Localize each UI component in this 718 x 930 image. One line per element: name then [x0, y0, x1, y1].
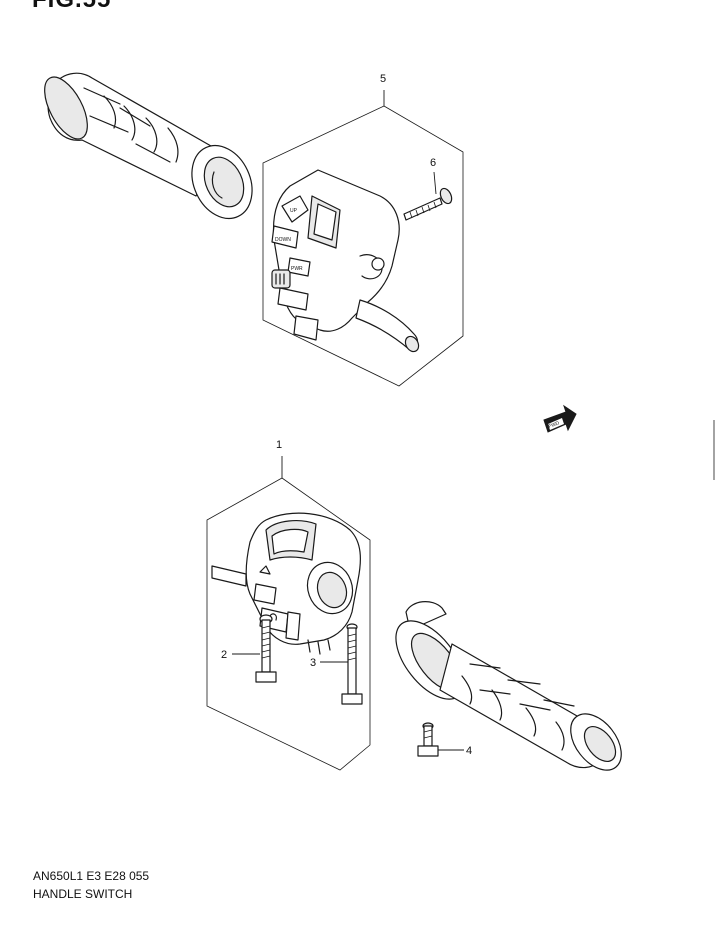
right-handlebar-grip — [395, 601, 622, 771]
left-handlebar-grip — [44, 72, 253, 220]
callout-4: 4 — [466, 745, 472, 757]
screw-part-6 — [403, 187, 453, 221]
callout-2: 2 — [221, 649, 227, 661]
fwd-arrow-icon: FWD — [543, 404, 577, 433]
fwd-label: FWD — [548, 420, 561, 430]
screw-part-3 — [341, 623, 363, 705]
right-handle-switch-assembly — [211, 512, 361, 655]
screw-part-2 — [255, 614, 277, 683]
screw-part-4 — [417, 722, 439, 757]
upper-group-box — [262, 105, 464, 387]
callout-3: 3 — [310, 657, 316, 669]
section-title: HANDLE SWITCH — [33, 887, 133, 901]
lower-group-box — [206, 477, 371, 771]
figure-title: FIG.55 — [32, 0, 111, 14]
callout-6: 6 — [430, 157, 436, 169]
down-label: DOWN — [275, 237, 291, 243]
up-label: UP — [290, 208, 298, 214]
callout-5: 5 — [380, 73, 386, 85]
model-code: AN650L1 E3 E28 055 — [33, 869, 150, 883]
pwr-label: PWR — [291, 266, 303, 272]
left-handle-switch-assembly: UP DOWN PWR — [271, 169, 420, 353]
callout-1: 1 — [276, 439, 282, 451]
